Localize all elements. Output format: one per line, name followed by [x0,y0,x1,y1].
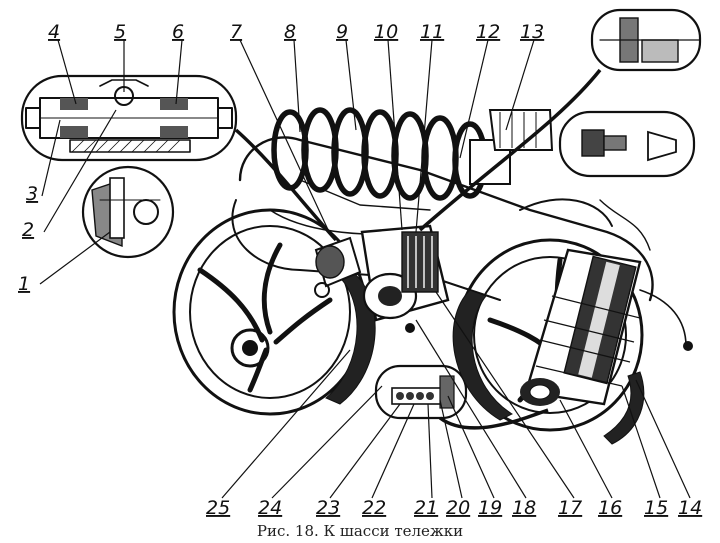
callout-22: 22 [362,497,386,519]
callout-5: 5 [114,21,126,43]
left-wheel [172,208,376,416]
callout-20: 20 [446,497,470,519]
fitting-detail-inset [558,110,696,178]
spring-seat-inset [374,364,468,420]
callout-6: 6 [172,21,184,43]
seal-detail-inset [590,8,702,72]
right-axle-assembly [520,248,693,406]
callout-11: 11 [420,21,444,43]
callout-labels: 1 2 3 4 5 6 7 8 9 10 11 12 13 14 15 16 1… [18,21,702,519]
bearing-section-inset [20,74,238,162]
callout-23: 23 [316,497,340,519]
callout-21: 21 [414,497,438,519]
leader-lines [39,39,691,499]
callout-1: 1 [18,273,30,295]
callout-8: 8 [284,21,296,43]
figure-caption: Рис. 18. К шасси тележки [256,522,464,540]
central-hub [314,224,450,333]
callout-16: 16 [598,497,622,519]
callout-12: 12 [476,21,500,43]
callout-17: 17 [558,497,582,519]
callout-4: 4 [48,21,60,43]
callout-25: 25 [206,497,230,519]
callout-9: 9 [336,21,348,43]
callout-2: 2 [22,219,34,241]
callout-13: 13 [520,21,544,43]
callout-15: 15 [644,497,668,519]
callout-18: 18 [512,497,536,519]
callout-24: 24 [258,497,282,519]
callout-3: 3 [26,183,38,205]
pin-detail-inset [81,165,175,259]
callout-7: 7 [230,21,242,43]
callout-10: 10 [374,21,398,43]
callout-19: 19 [478,497,502,519]
callout-14: 14 [678,497,702,519]
